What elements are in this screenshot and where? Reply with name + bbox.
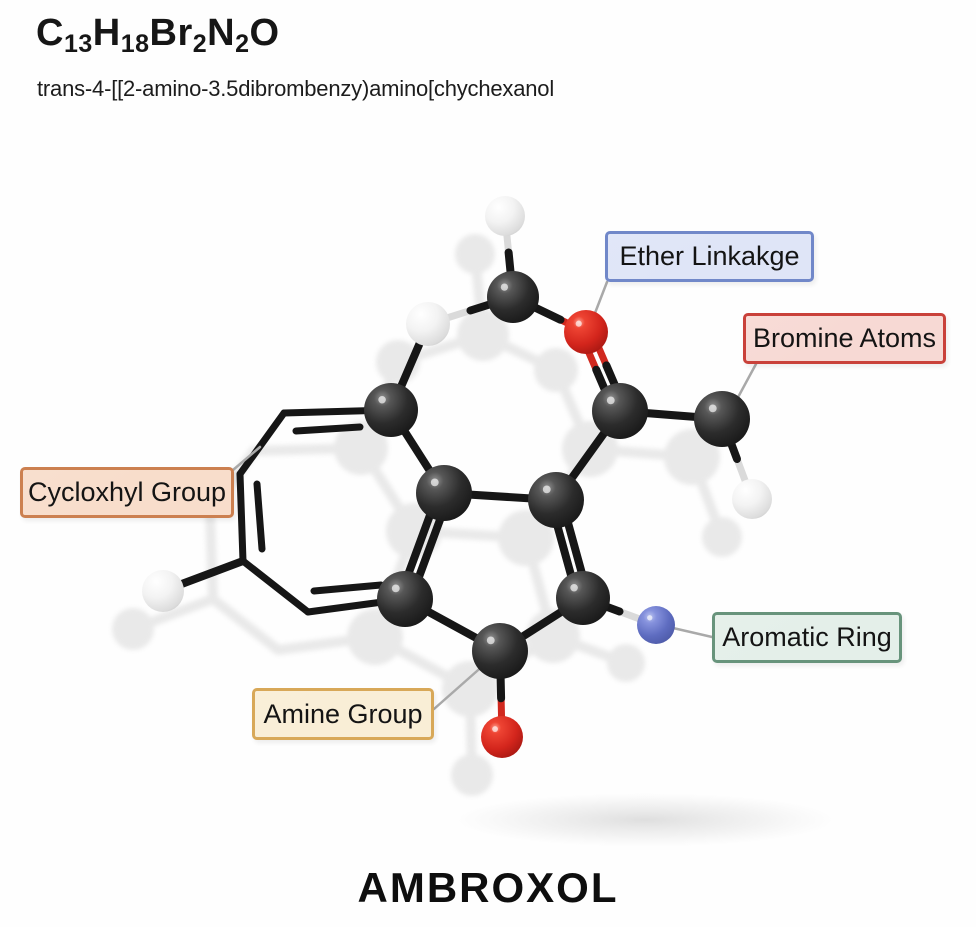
atom-c-C2 (364, 383, 418, 437)
atom-o-O1 (564, 310, 608, 354)
atom-c-C5 (416, 465, 472, 521)
floor-shadow (455, 793, 835, 847)
specular-highlight (391, 584, 400, 593)
specular-highlight (500, 283, 509, 291)
formula-segment: 2 (192, 30, 208, 58)
label-bromine-atoms: Bromine Atoms (743, 313, 946, 364)
atom-h-H1 (485, 196, 525, 236)
atom-c-C4 (694, 391, 750, 447)
atom-c-C6 (528, 472, 584, 528)
formula-segment: C (36, 12, 64, 54)
atom-o-O2 (481, 716, 523, 758)
formula-segment: O (249, 12, 280, 54)
atom-c-C3 (592, 383, 648, 439)
atom-n-N1 (637, 606, 675, 644)
formula-segment: Br (149, 12, 193, 54)
label-ether-linkage: Ether Linkakge (605, 231, 814, 282)
formula-segment: H (92, 12, 121, 54)
molecule-title: AMBROXOL (357, 864, 619, 911)
atom-c-C9 (472, 623, 528, 679)
specular-highlight (378, 395, 386, 404)
atom-h-H2 (406, 302, 450, 346)
formula-segment: N (207, 12, 236, 54)
label-amine-group: Amine Group (252, 688, 434, 740)
specular-highlight (486, 636, 495, 645)
specular-highlight (708, 404, 717, 413)
formula-segment: 13 (63, 30, 93, 58)
specular-highlight (606, 396, 615, 405)
atom-c-C8 (556, 571, 610, 625)
specular-highlight (492, 726, 499, 732)
specular-highlight (570, 583, 578, 592)
atom-h-H4 (142, 570, 184, 612)
specular-highlight (430, 478, 439, 487)
specular-highlight (542, 485, 551, 494)
chemical-formula: C13H18Br2N2O (36, 12, 280, 59)
atom-c-C1 (487, 271, 539, 323)
label-aromatic-ring: Aromatic Ring (712, 612, 902, 663)
formula-segment: 2 (235, 30, 250, 58)
specular-highlight (575, 320, 582, 327)
atom-c-C7 (377, 571, 433, 627)
specular-highlight (647, 615, 653, 621)
label-cyclohexyl-group: Cycloxhyl Group (20, 467, 234, 518)
formula-segment: 18 (120, 30, 150, 58)
atoms-layer (142, 196, 772, 758)
iupac-name: trans-4-[[2-amino-3.5dibrombenzy)amino[c… (37, 76, 555, 101)
atom-h-H3 (732, 479, 772, 519)
